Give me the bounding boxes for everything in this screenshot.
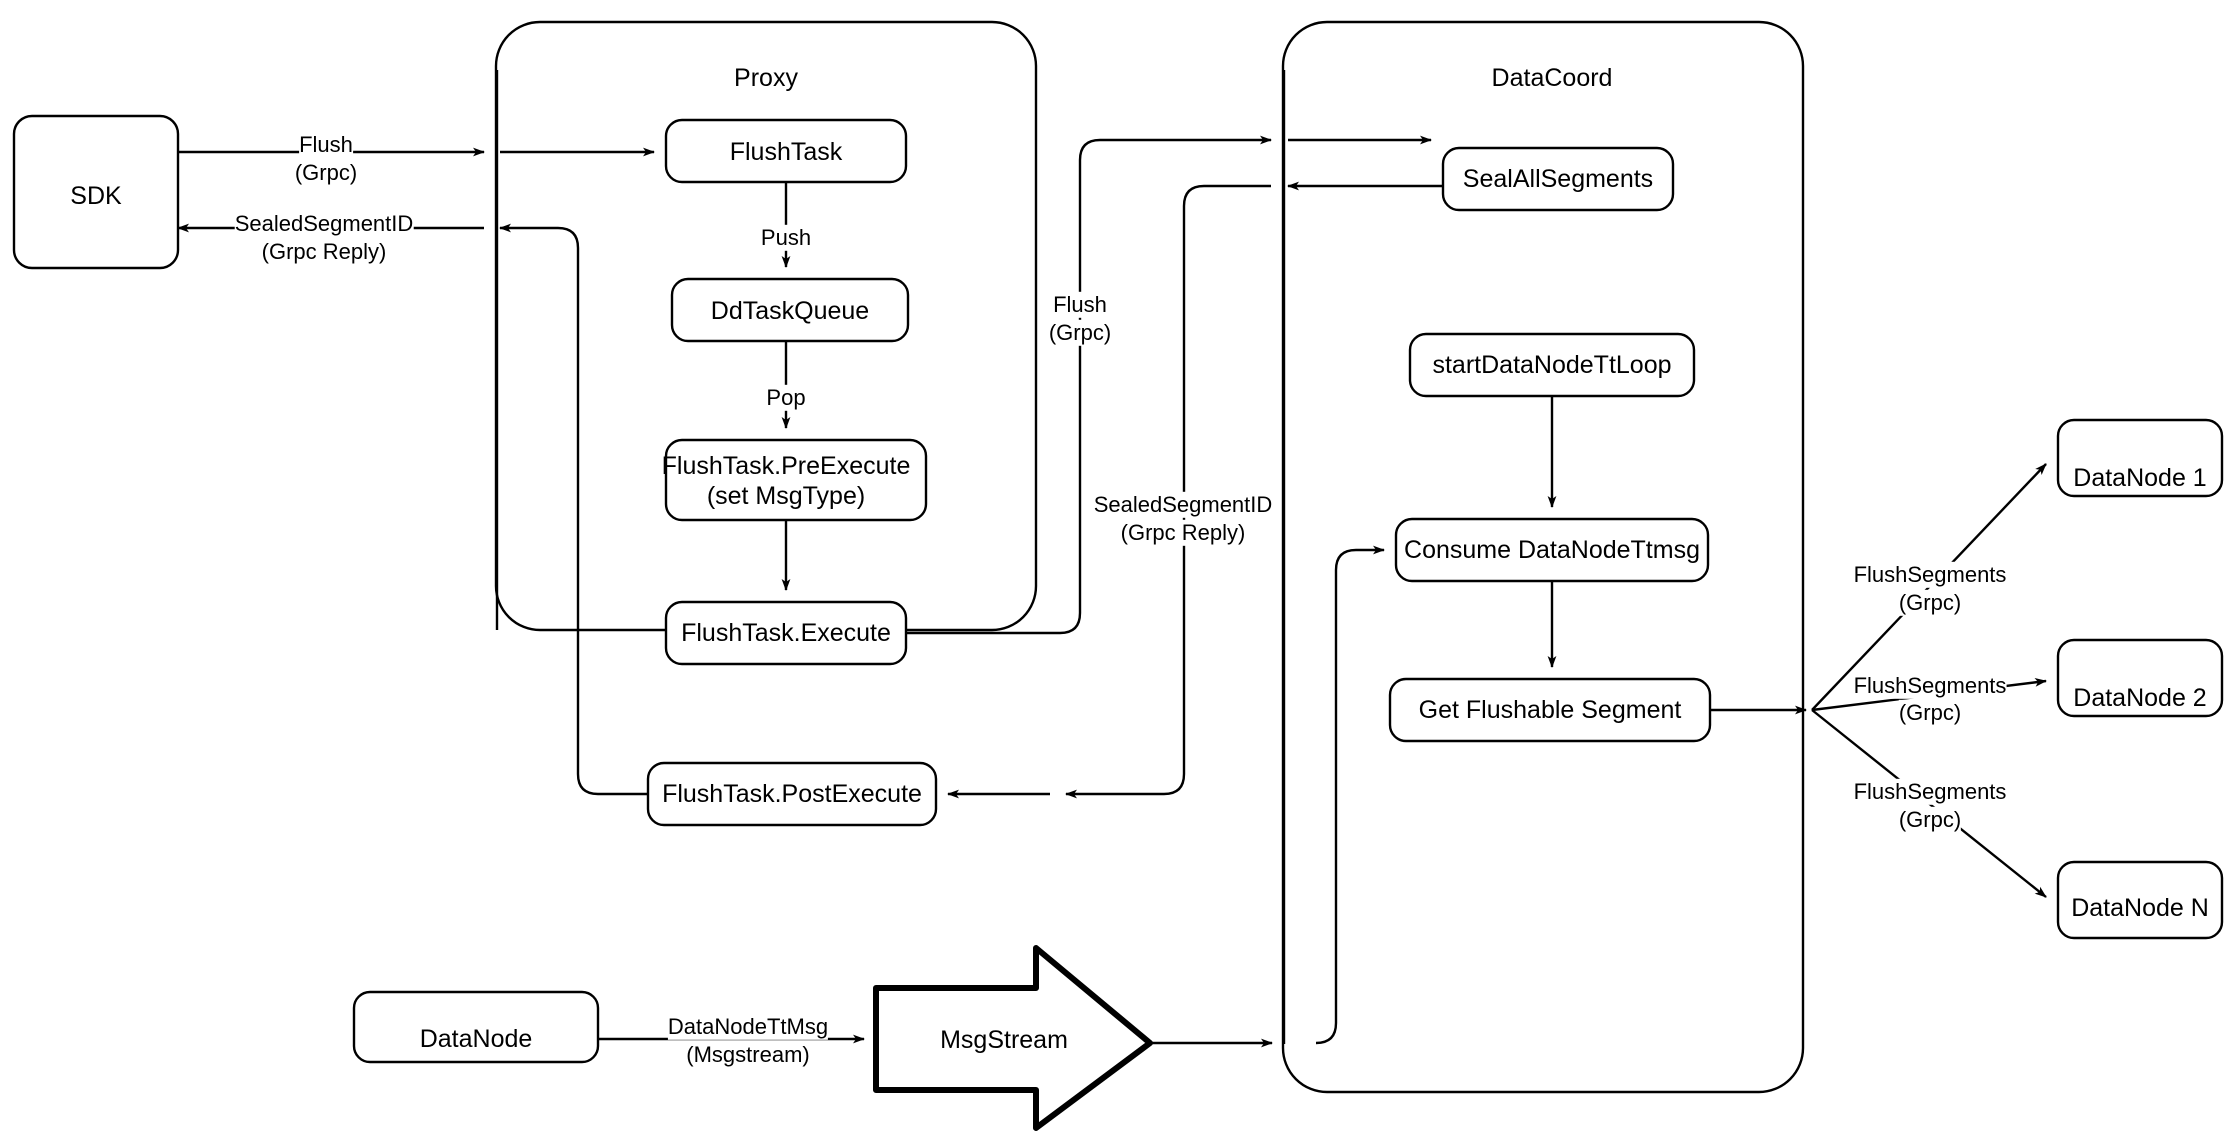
datanoden-box [2056,860,2224,940]
postexecute-box [646,761,938,827]
sealallsegments-box [1441,146,1675,212]
sdk-box [12,114,180,270]
execute-box [664,600,908,666]
datanode-bottom-box [352,990,600,1064]
startdatanodettloop-box [1408,332,1696,398]
msgstream-arrow-shape [873,945,1153,1131]
edge-datacoord-to-consume [1315,545,1385,1045]
preexecute-box [664,438,928,522]
edge-hub-to-datanode2 [1811,677,2047,712]
getflushablesegment-box [1388,677,1712,743]
edge-hub-to-datanode1 [1811,463,2047,711]
flushtask-box [664,118,908,184]
edge-execute-to-datacoord [906,135,1272,635]
consumedatanodettmsg-box [1394,517,1710,583]
datanode2-box [2056,638,2224,718]
edge-postexecute-to-sdk-line [499,223,648,796]
edge-hub-to-datanoden [1811,709,2047,898]
edge-datacoord-to-postexecute [1065,184,1271,799]
ddtaskqueue-box [670,277,910,343]
datanode1-box [2056,418,2224,498]
